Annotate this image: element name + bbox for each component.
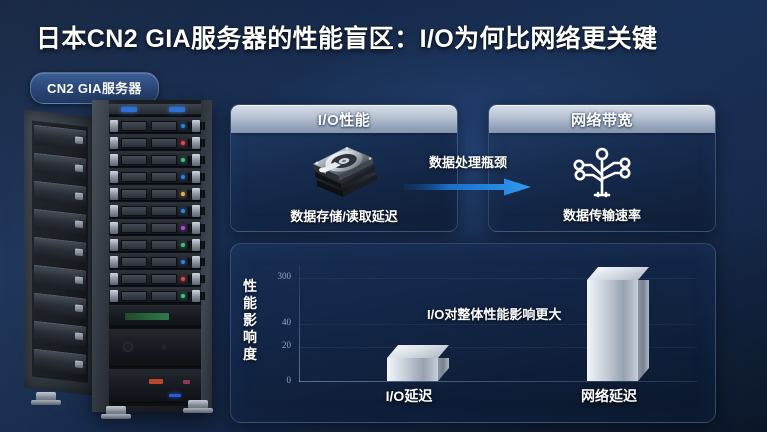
- bottleneck-arrow-group: 数据处理瓶颈: [404, 152, 532, 198]
- impact-chart-panel: 性能影响度 300 40 20 0 I/O对整体性能影响更大: [230, 243, 716, 423]
- rack-foot: [183, 400, 213, 413]
- panel-io-header: I/O性能: [231, 105, 457, 133]
- chart-y-axis-title: 性能影响度: [243, 278, 257, 362]
- rack-top-panel: [109, 104, 201, 115]
- panel-network-header: 网络带宽: [489, 105, 715, 133]
- rack-side-bay: [32, 120, 88, 383]
- panel-network-bandwidth: 网络带宽: [488, 104, 716, 232]
- chart-y-tick: 20: [282, 340, 291, 350]
- panel-io-caption: 数据存储/读取延迟: [290, 208, 398, 224]
- bottleneck-label: 数据处理瓶颈: [428, 155, 508, 170]
- rack-right-post: [201, 100, 212, 412]
- rack-foot: [31, 392, 61, 405]
- rack-front-cabinet: [92, 100, 212, 412]
- server-rack-image: [8, 90, 236, 432]
- hard-disk-icon: [307, 140, 381, 200]
- chart-y-axis-line: [299, 266, 300, 382]
- chart-x-axis-line: [299, 381, 697, 382]
- bar-network-latency: [587, 267, 649, 381]
- chart-y-tick: 0: [286, 375, 292, 385]
- network-nodes-icon: [571, 141, 633, 199]
- status-badge: CN2 GIA服务器: [30, 72, 159, 104]
- right-arrow-icon: [404, 178, 532, 196]
- chart-gridline: [299, 324, 697, 325]
- chart-y-tick: 300: [277, 271, 292, 281]
- panel-io-title: I/O性能: [317, 111, 371, 129]
- bar-io-latency: [387, 345, 449, 381]
- rack-side-cabinet: [24, 109, 102, 397]
- page-title: 日本CN2 GIA服务器的性能盲区：I/O为何比网络更关键: [36, 25, 658, 53]
- panel-network-caption: 数据传输速率: [562, 207, 641, 223]
- panel-network-body: 数据传输速率: [489, 133, 715, 231]
- chart-annotation: I/O对整体性能影响更大: [427, 307, 562, 322]
- panel-io-performance: I/O性能: [230, 104, 458, 232]
- chart-category-label: 网络延迟: [581, 388, 637, 404]
- chart-category-label: I/O延迟: [385, 388, 433, 404]
- chart-gridline: [299, 277, 697, 279]
- rack-left-post: [92, 100, 109, 412]
- chart-y-tick: 40: [282, 317, 291, 327]
- chart-plot-area: 300 40 20 0 I/O对整体性能影响更大: [278, 266, 697, 385]
- panel-network-title: 网络带宽: [570, 111, 633, 129]
- rack-foot: [101, 406, 131, 419]
- panel-io-body: 数据存储/读取延迟: [231, 133, 457, 231]
- rack-unit-stack: [109, 117, 205, 406]
- chart-gridline: [299, 347, 697, 349]
